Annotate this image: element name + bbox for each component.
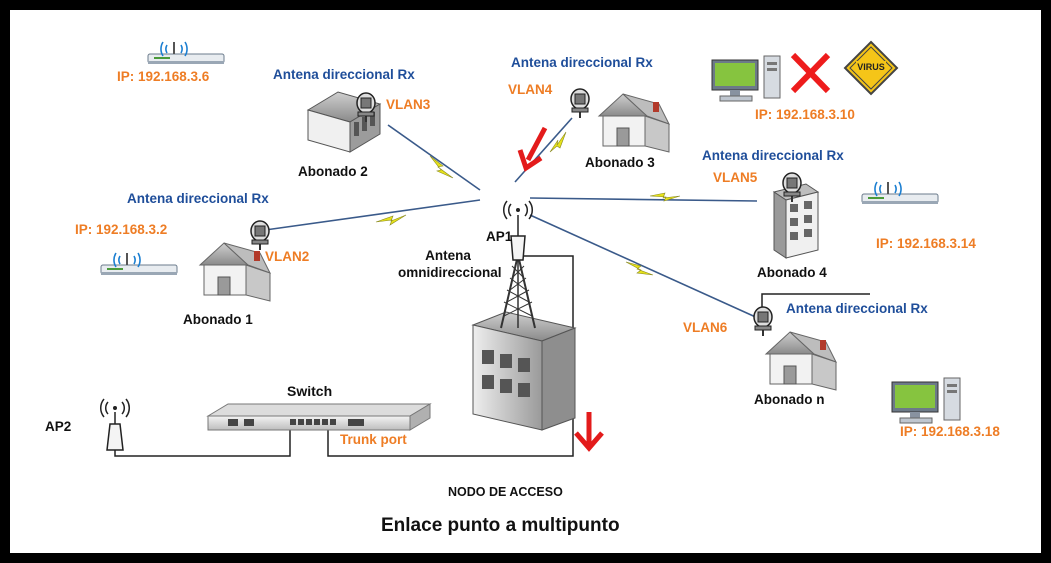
network-diagram: VIRUS xyxy=(99,40,961,457)
ap1-label: AP1 xyxy=(486,229,513,244)
abonado-n-name: Abonado n xyxy=(754,392,825,407)
ap1-desc-line2: omnidireccional xyxy=(398,265,502,280)
computer-icon xyxy=(711,55,781,102)
lightning-bolts xyxy=(375,131,681,276)
abonado-1-ip: IP: 192.168.3.2 xyxy=(75,222,168,237)
abonado-2-vlan: VLAN3 xyxy=(386,97,431,112)
bolt-1 xyxy=(375,214,407,226)
abonado-4-vlan: VLAN5 xyxy=(713,170,758,185)
virus-warning-icon: VIRUS xyxy=(843,40,899,96)
red-arrow-icon xyxy=(574,412,604,452)
antenna-icon xyxy=(570,88,590,119)
abonado-3-ip: IP: 192.168.3.10 xyxy=(755,107,855,122)
antenna-icon xyxy=(753,306,773,337)
abonado-3-name: Abonado 3 xyxy=(585,155,655,170)
red-x-icon xyxy=(790,52,831,94)
bolt-3 xyxy=(549,131,567,153)
link-abonado-n xyxy=(529,214,761,320)
house-icon xyxy=(765,331,837,391)
ap1-desc-line1: Antena xyxy=(425,248,471,263)
diagram-title: Enlace punto a multipunto xyxy=(381,515,620,536)
link-abonado-1 xyxy=(257,199,481,232)
bolt-5 xyxy=(625,261,654,276)
office-building-icon xyxy=(772,183,820,259)
diagram-frame: VIRUS xyxy=(8,8,1043,555)
router-icon xyxy=(147,41,225,65)
trunk-port-label: Trunk port xyxy=(340,432,407,447)
bolt-2 xyxy=(429,155,454,179)
abonado-3-antenna-label: Antena direccional Rx xyxy=(511,55,653,70)
link-abonado-4 xyxy=(529,197,758,202)
house-icon xyxy=(598,93,670,153)
abonado-3-vlan: VLAN4 xyxy=(508,82,553,97)
red-arrow-icon xyxy=(517,126,548,172)
bolt-4 xyxy=(649,192,681,202)
abonado-2-ip: IP: 192.168.3.6 xyxy=(117,69,210,84)
abonado-n-antenna-label: Antena direccional Rx xyxy=(786,301,928,316)
trunk-cable xyxy=(327,255,574,457)
abonado-2-antenna-label: Antena direccional Rx xyxy=(273,67,415,82)
antenna-icon xyxy=(250,220,270,251)
abonado-4-name: Abonado 4 xyxy=(757,265,827,280)
abonado-1-name: Abonado 1 xyxy=(183,312,253,327)
switch-label: Switch xyxy=(287,383,333,399)
ap2-label: AP2 xyxy=(45,419,72,434)
svg-text:VIRUS: VIRUS xyxy=(857,62,885,72)
abonado-1-antenna-label: Antena direccional Rx xyxy=(127,191,269,206)
abonado-1-vlan: VLAN2 xyxy=(265,249,310,264)
wireless-links xyxy=(257,117,761,320)
node-caption: NODO DE ACCESO xyxy=(448,485,563,499)
abonado-n-vlan: VLAN6 xyxy=(683,320,728,335)
abonado-n-ip: IP: 192.168.3.18 xyxy=(900,424,1000,439)
ap2-cable xyxy=(114,425,291,457)
router-icon xyxy=(861,181,939,205)
router-icon xyxy=(100,252,178,276)
switch-icon xyxy=(206,403,432,431)
abonado-4-ip: IP: 192.168.3.14 xyxy=(876,236,976,251)
abonado-4-antenna-label: Antena direccional Rx xyxy=(702,148,844,163)
house-icon xyxy=(199,242,271,302)
abonado-2-name: Abonado 2 xyxy=(298,164,368,179)
tower-icon xyxy=(471,215,577,431)
link-abonado-2 xyxy=(387,124,481,191)
computer-icon xyxy=(891,377,961,424)
antenna-icon xyxy=(106,412,124,451)
